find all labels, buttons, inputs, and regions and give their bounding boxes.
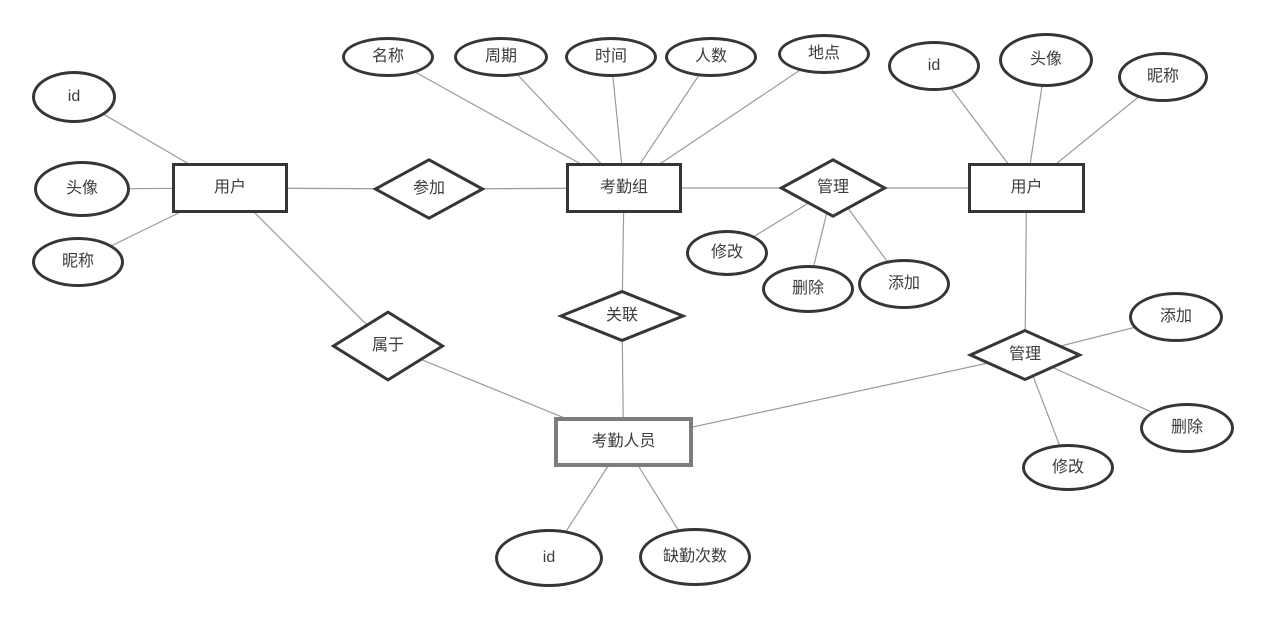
relationship-belong: 属于 bbox=[330, 310, 446, 382]
attribute-label: 修改 bbox=[710, 244, 743, 261]
diamond-shape bbox=[778, 158, 888, 218]
attribute-modify-middle: 修改 bbox=[686, 230, 768, 276]
attribute-label: 头像 bbox=[65, 180, 98, 197]
attribute-id-right: id bbox=[888, 41, 980, 91]
relationship-label: 管理 bbox=[1008, 346, 1041, 363]
attribute-id-member: id bbox=[495, 529, 603, 587]
edge bbox=[229, 187, 389, 347]
attribute-label: id bbox=[927, 57, 941, 74]
entity-user-right: 用户 bbox=[968, 163, 1085, 213]
attribute-label: 添加 bbox=[887, 275, 920, 292]
entity-label: 考勤组 bbox=[599, 179, 648, 196]
diamond-shape bbox=[967, 329, 1083, 381]
relationship-label: 管理 bbox=[816, 179, 849, 196]
attribute-headcount: 人数 bbox=[665, 37, 757, 77]
entity-attendance-group: 考勤组 bbox=[566, 163, 682, 213]
entity-attendance-member: 考勤人员 bbox=[554, 417, 693, 467]
attribute-label: 添加 bbox=[1159, 308, 1192, 325]
relationship-manage-right: 管理 bbox=[967, 329, 1083, 381]
attribute-label: 周期 bbox=[484, 48, 517, 65]
attribute-label: 昵称 bbox=[61, 253, 94, 270]
attribute-label: 名称 bbox=[371, 48, 404, 65]
attribute-label: 地点 bbox=[807, 45, 840, 62]
attribute-label: 人数 bbox=[694, 48, 727, 65]
attribute-add-middle: 添加 bbox=[858, 259, 950, 309]
attribute-id-left: id bbox=[32, 71, 116, 123]
attribute-label: 缺勤次数 bbox=[662, 548, 727, 565]
relationship-manage-middle: 管理 bbox=[778, 158, 888, 218]
attribute-absence-count: 缺勤次数 bbox=[639, 528, 751, 586]
attribute-add-right: 添加 bbox=[1129, 292, 1223, 342]
attribute-avatar-right: 头像 bbox=[999, 33, 1093, 87]
attribute-delete-right: 删除 bbox=[1140, 403, 1234, 453]
attribute-label: 删除 bbox=[791, 280, 824, 297]
relationship-label: 关联 bbox=[605, 307, 638, 324]
attribute-label: id bbox=[542, 549, 556, 566]
relationship-associate: 关联 bbox=[557, 290, 687, 342]
attribute-location: 地点 bbox=[778, 34, 870, 74]
relationship-join: 参加 bbox=[372, 158, 486, 220]
edge bbox=[1024, 187, 1028, 356]
attribute-label: 删除 bbox=[1170, 419, 1203, 436]
attribute-modify-right: 修改 bbox=[1022, 444, 1114, 491]
attribute-label: 修改 bbox=[1051, 458, 1084, 476]
diamond-shape bbox=[330, 310, 446, 382]
attribute-label: id bbox=[67, 88, 81, 105]
entity-label: 考勤人员 bbox=[591, 433, 656, 450]
attribute-time: 时间 bbox=[565, 37, 657, 77]
attribute-nickname-right: 昵称 bbox=[1118, 52, 1208, 102]
attribute-avatar-left: 头像 bbox=[34, 161, 130, 217]
diamond-shape bbox=[372, 158, 486, 220]
attribute-name: 名称 bbox=[342, 37, 434, 77]
entity-label: 用户 bbox=[213, 179, 246, 196]
diamond-shape bbox=[557, 290, 687, 342]
attribute-delete-middle: 删除 bbox=[762, 265, 854, 313]
attribute-nickname-left: 昵称 bbox=[32, 237, 124, 287]
relationship-label: 参加 bbox=[412, 180, 445, 197]
attribute-label: 时间 bbox=[594, 48, 627, 65]
attribute-cycle: 周期 bbox=[454, 37, 548, 77]
attribute-label: 昵称 bbox=[1146, 68, 1179, 85]
entity-label: 用户 bbox=[1010, 179, 1043, 196]
entity-user-left: 用户 bbox=[172, 163, 288, 213]
relationship-label: 属于 bbox=[371, 337, 404, 354]
attribute-label: 头像 bbox=[1029, 51, 1062, 68]
